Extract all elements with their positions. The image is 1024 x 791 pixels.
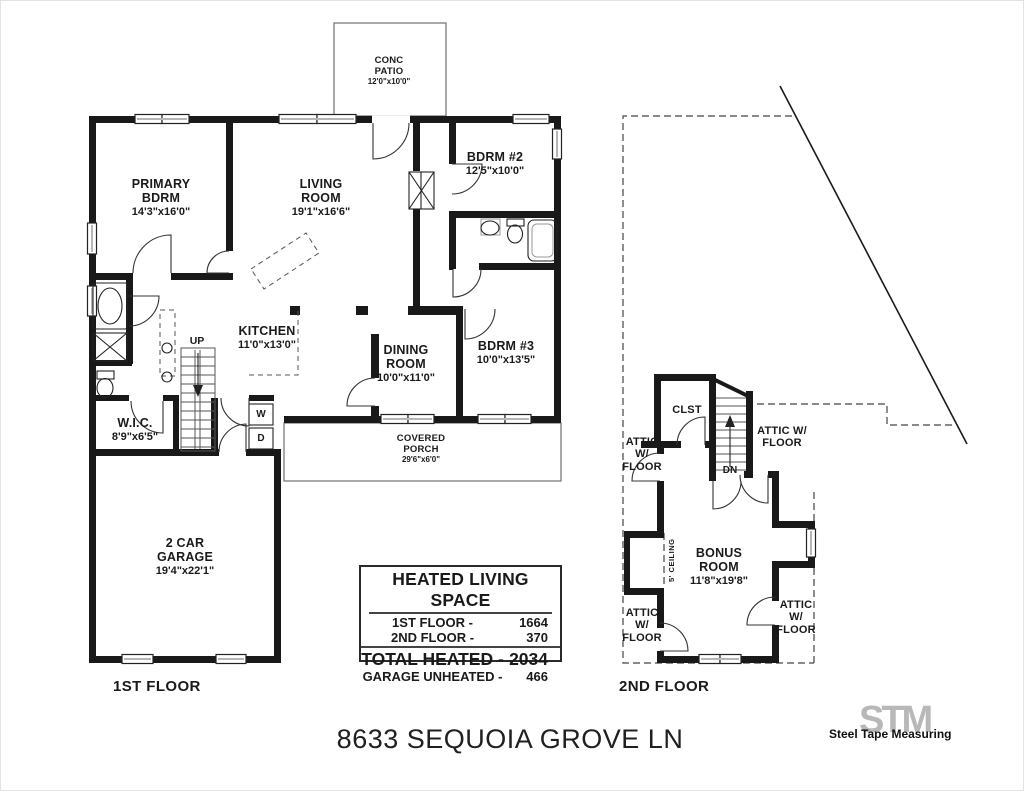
stairs-up-label: UP [189,335,205,347]
shower-icon [92,332,128,362]
room-label-primary-bdrm: PRIMARY BDRM 14'3"x16'0" [131,177,191,218]
stairs-up [180,347,216,452]
tub-icon [92,282,128,330]
room-label-attic-upper-left: ATTIC W/ FLOOR [622,436,662,473]
property-address: 8633 SEQUOIA GROVE LN [336,724,684,754]
first-floor-doors [128,122,496,453]
hall-shelf-unit [408,171,435,210]
room-label-attic-lower-right: ATTIC W/ FLOOR [776,599,816,636]
room-label-living-room: LIVING ROOM 19'1"x16'6" [291,177,351,218]
room-label-bonus-room: BONUS ROOM 11'8"x19'8" [690,546,748,587]
table-row-total-heated: TOTAL HEATED - 2034 [361,649,548,670]
table-title: HEATED LIVING SPACE [369,569,552,614]
room-label-clst: CLST [672,404,702,416]
second-floor-windows [698,528,817,665]
room-label-attic-lower-left: ATTIC W/ FLOOR [622,607,662,644]
hall-bath-fixtures [480,218,558,262]
room-label-bdrm3: BDRM #3 10'0"x13'5" [476,339,536,366]
room-label-bdrm2: BDRM #2 12'5"x10'0" [465,150,525,177]
stm-watermark: STM [859,699,933,741]
tub-icon [527,219,558,262]
table-row-second-floor: 2ND FLOOR - 370 [361,630,560,649]
interior-walls [89,116,561,456]
heated-living-space-table: HEATED LIVING SPACE 1ST FLOOR - 1664 2ND… [359,565,562,683]
stairs-down-label: DN [722,465,738,476]
table-row-first-floor: 1ST FLOOR - 1664 [392,615,548,630]
second-floor-doors [631,416,776,652]
table-row-garage-unheated: GARAGE UNHEATED - 466 [362,668,548,684]
attic-dashed-outline [622,115,953,664]
second-floor-caption: 2ND FLOOR [619,678,710,695]
first-floor-plan [86,22,563,665]
first-floor-caption: 1ST FLOOR [113,678,201,695]
stairs-down [716,397,746,471]
room-label-covered-porch: COVERED PORCH 29'6"x6'0" [396,433,446,465]
dryer-label: D [257,433,265,444]
first-floor-windows [86,113,563,665]
stm-logo-text: Steel Tape Measuring [829,727,952,741]
room-label-conc-patio: CONC PATIO 12'0"x10'0" [367,55,411,87]
kitchen-counter-dashes [248,232,320,376]
pantry-shelving [159,309,176,383]
washer-label: W [256,409,266,420]
room-label-dining-room: DINING ROOM 10'0"x11'0" [377,343,435,384]
primary-bath-fixtures [92,282,128,399]
room-label-attic-upper-right: ATTIC W/ FLOOR [757,425,807,450]
ceiling-height-note: 5' CEILING [667,538,676,582]
room-label-garage: 2 CAR GARAGE 19'4"x22'1" [155,536,215,577]
second-floor-plan [622,85,968,665]
roof-line [779,85,968,445]
room-label-wic: W.I.C. 8'9"x6'5" [111,416,159,443]
room-label-kitchen: KITCHEN 11'0"x13'0" [238,324,296,351]
toilet-icon [96,370,115,380]
toilet-icon [506,218,525,227]
